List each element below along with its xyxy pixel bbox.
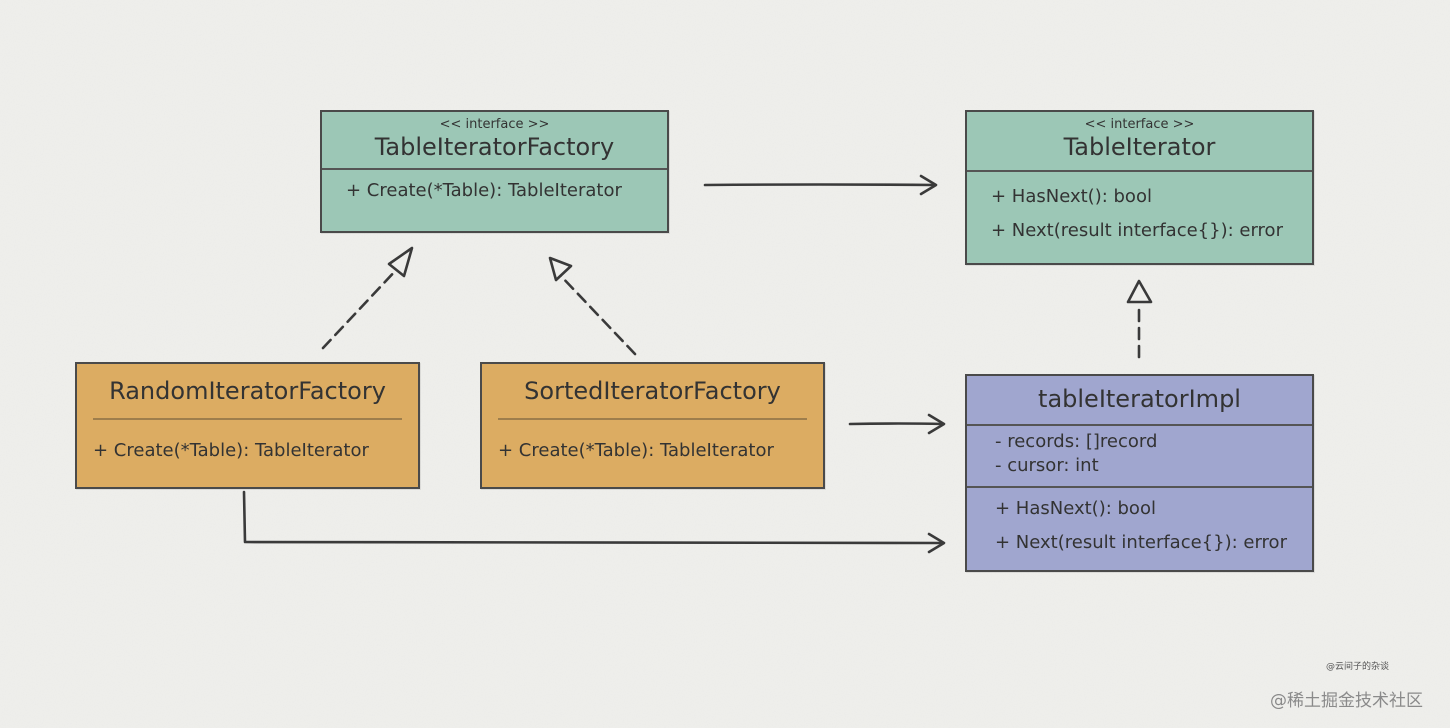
- method-list: + Create(*Table): TableIterator: [77, 420, 418, 468]
- method-create: + Create(*Table): TableIterator: [498, 440, 774, 461]
- class-table-iterator-impl[interactable]: tableIteratorImpl - records: []record - …: [965, 374, 1314, 572]
- association-arrow-sorted-to-impl: [848, 413, 946, 435]
- class-random-iterator-factory[interactable]: RandomIteratorFactory + Create(*Table): …: [75, 362, 420, 489]
- class-name: TableIterator: [1063, 133, 1216, 161]
- realization-arrow-sorted-to-factory: [548, 256, 637, 356]
- method-list: + HasNext(): bool + Next(result interfac…: [967, 488, 1312, 560]
- juejin-watermark: @稀土掘金技术社区: [1270, 691, 1423, 711]
- field-records: - records: []record: [995, 431, 1158, 452]
- realization-arrow-random-to-factory: [321, 246, 414, 350]
- class-name: TableIteratorFactory: [374, 133, 615, 161]
- class-name: tableIteratorImpl: [1038, 385, 1241, 413]
- class-divider: [967, 170, 1312, 172]
- class-divider: [498, 418, 807, 420]
- stereotype-label: << interface >>: [1084, 117, 1195, 132]
- author-stamp: @云间子的杂谈: [1326, 662, 1390, 672]
- class-divider: [93, 418, 402, 420]
- realization-arrow-impl-to-iterator: [1126, 279, 1153, 359]
- class-name: RandomIteratorFactory: [109, 377, 386, 405]
- class-table-iterator-factory[interactable]: << interface >> TableIteratorFactory + C…: [320, 110, 669, 233]
- method-create: + Create(*Table): TableIterator: [346, 180, 622, 201]
- class-divider: [322, 168, 667, 170]
- class-table-iterator[interactable]: << interface >> TableIterator + HasNext(…: [965, 110, 1314, 265]
- class-sorted-iterator-factory[interactable]: SortedIteratorFactory + Create(*Table): …: [480, 362, 825, 489]
- method-list: + Create(*Table): TableIterator: [482, 420, 823, 468]
- method-list: + Create(*Table): TableIterator: [322, 170, 667, 208]
- stereotype-label: << interface >>: [439, 117, 550, 132]
- class-divider: [967, 424, 1312, 426]
- method-next: + Next(result interface{}): error: [991, 220, 1283, 241]
- class-name: SortedIteratorFactory: [524, 377, 781, 405]
- method-create: + Create(*Table): TableIterator: [93, 440, 369, 461]
- field-list: - records: []record - cursor: int: [967, 426, 1312, 486]
- association-arrow-random-to-impl: [242, 490, 946, 554]
- method-has-next: + HasNext(): bool: [995, 498, 1156, 519]
- method-next: + Next(result interface{}): error: [995, 532, 1287, 553]
- association-arrow-factory-to-iterator: [703, 174, 938, 196]
- method-has-next: + HasNext(): bool: [991, 186, 1152, 207]
- field-cursor: - cursor: int: [995, 455, 1099, 476]
- class-divider: [967, 486, 1312, 488]
- method-list: + HasNext(): bool + Next(result interfac…: [967, 172, 1312, 248]
